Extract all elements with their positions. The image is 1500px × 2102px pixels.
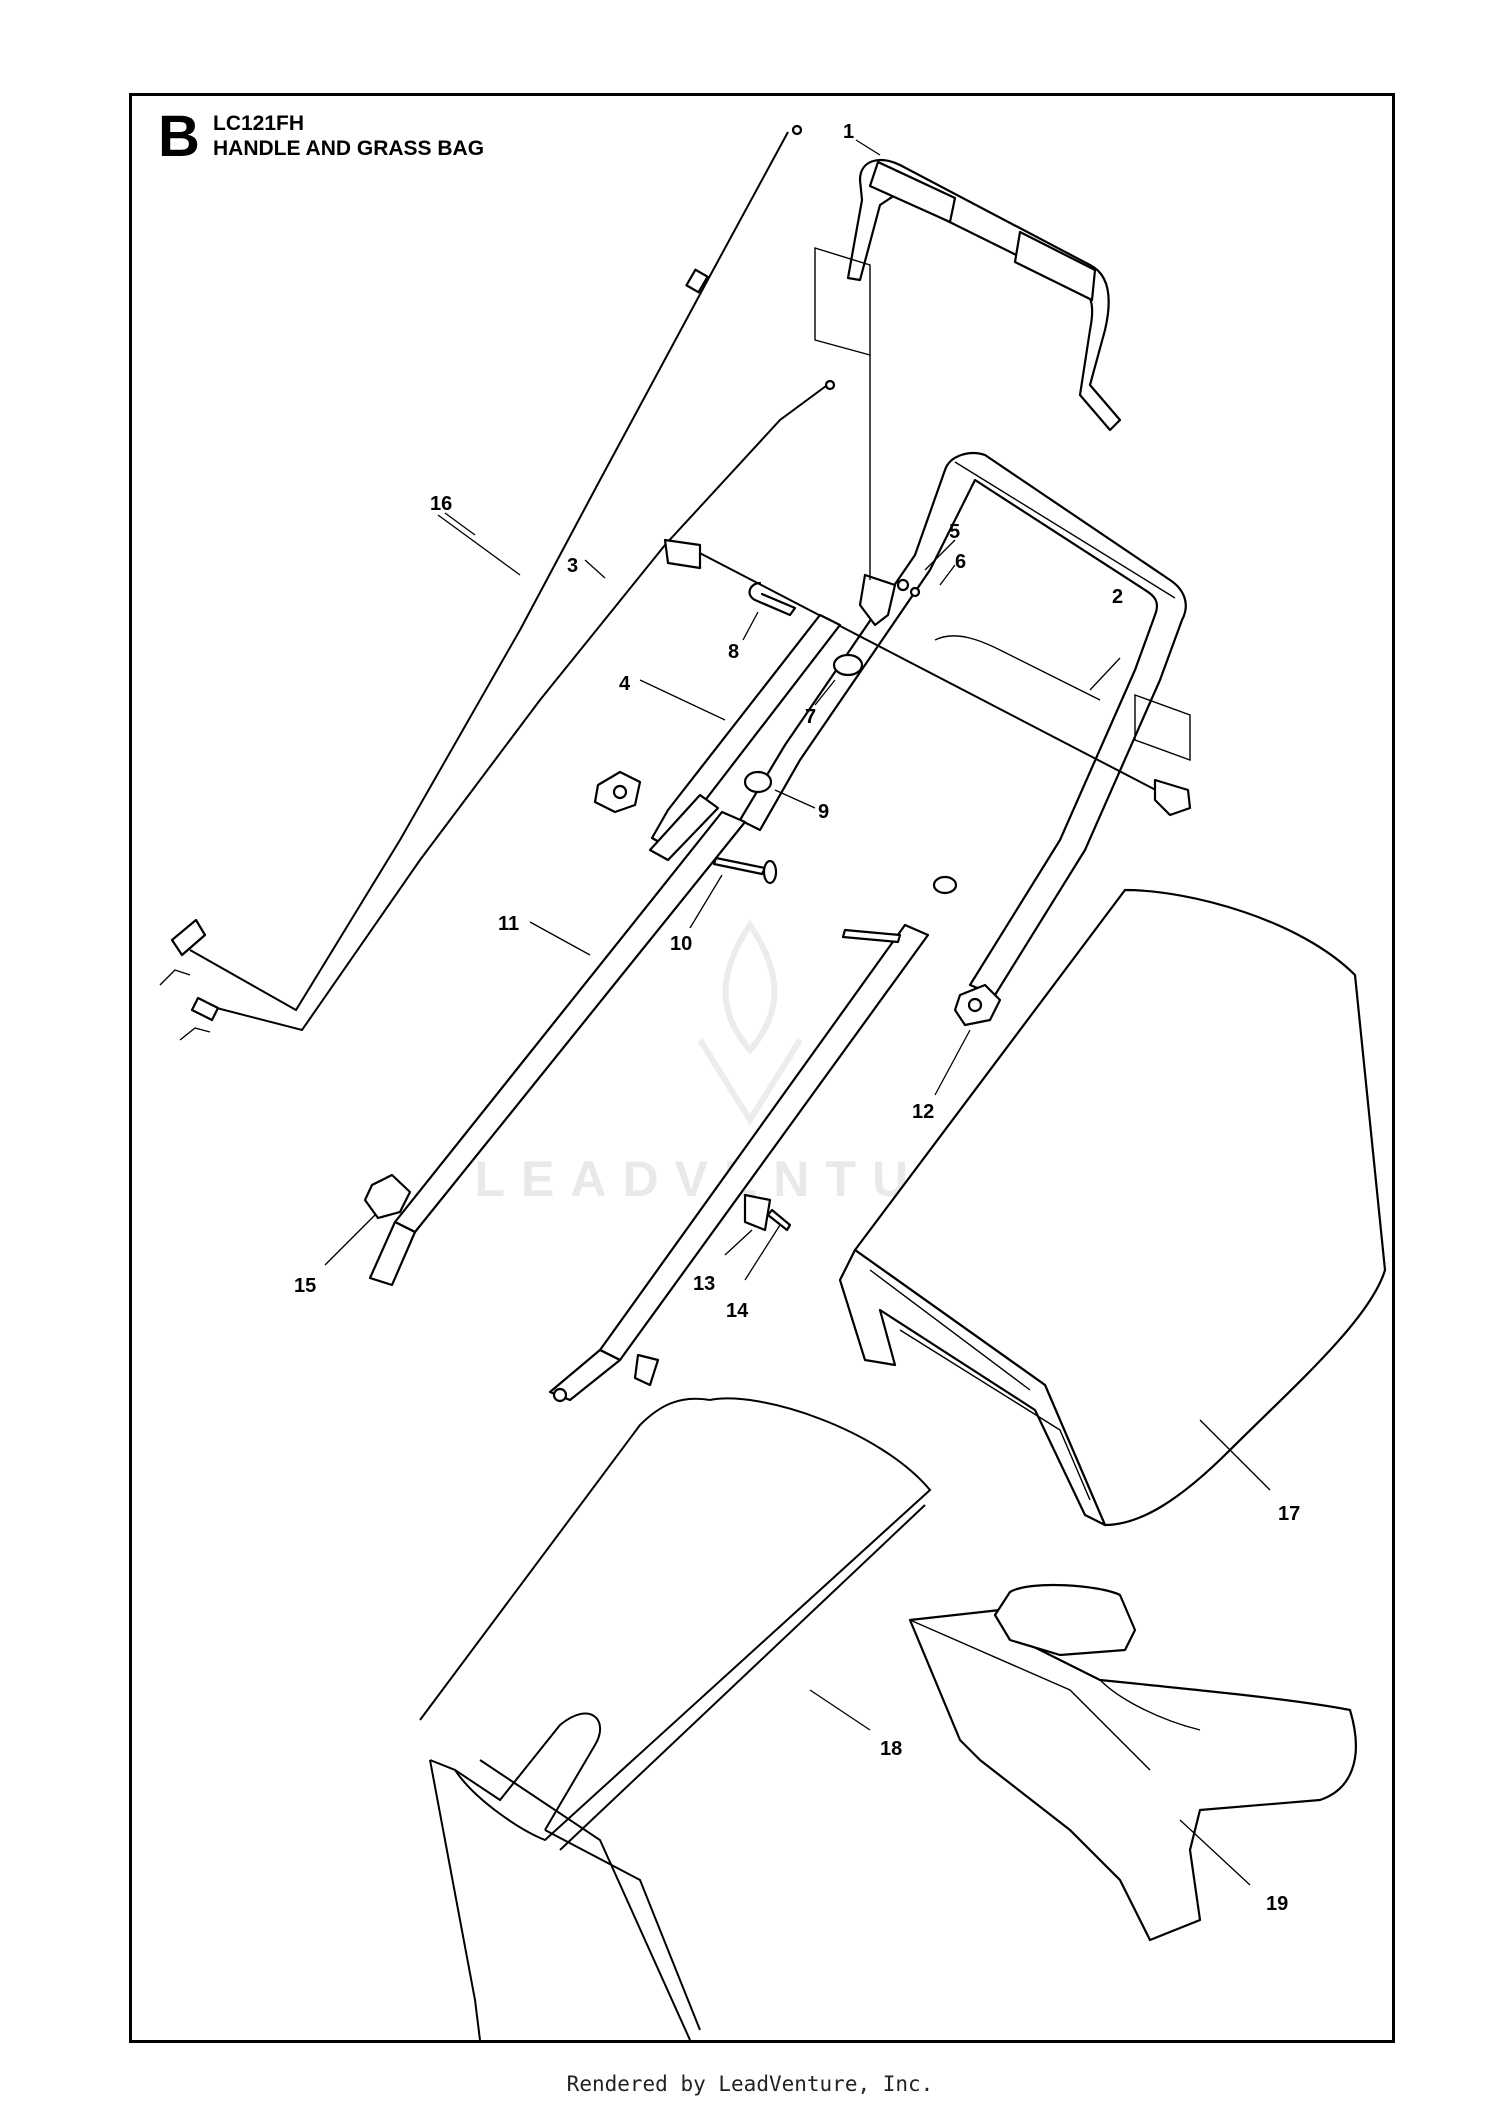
callout-15: 15 [294, 1275, 316, 1297]
callout-10: 10 [670, 933, 692, 955]
callout-4: 4 [619, 673, 631, 695]
footer-credit: Rendered by LeadVenture, Inc. [566, 2072, 934, 2096]
part-1-upper-handle[interactable] [846, 158, 1122, 432]
part-9-nut[interactable] [743, 770, 773, 794]
callout-14: 14 [726, 1300, 749, 1322]
part-12-knob-left[interactable] [593, 770, 642, 814]
watermark-logo-icon [697, 919, 803, 1126]
part-6-screw[interactable] [896, 578, 921, 598]
part-17-grass-bag[interactable] [838, 888, 1387, 1527]
part-3-control-cable[interactable] [179, 379, 836, 1041]
callout-2: 2 [1112, 586, 1123, 608]
callout-19: 19 [1266, 1893, 1288, 1915]
callout-18: 18 [880, 1738, 902, 1760]
callout-12: 12 [912, 1101, 934, 1123]
callout-16: 16 [430, 493, 452, 515]
callout-5: 5 [949, 521, 960, 543]
section-letter: B [158, 104, 200, 169]
callout-1: 1 [843, 121, 854, 143]
part-15-knob[interactable] [363, 1173, 412, 1220]
callout-13: 13 [693, 1273, 715, 1295]
leader-lines [324, 139, 1271, 1886]
model-code: LC121FH [213, 112, 305, 135]
part-13-cable-clip[interactable] [743, 1193, 772, 1232]
part-10-bolt[interactable] [712, 856, 778, 885]
part-19-discharge-chute[interactable] [908, 1583, 1357, 1942]
callout-6: 6 [955, 551, 966, 573]
part-8-cable-hook[interactable] [748, 581, 797, 617]
part-14-screw[interactable] [766, 1208, 792, 1232]
callout-8: 8 [728, 641, 739, 663]
section-title: HANDLE AND GRASS BAG [213, 137, 485, 160]
callout-9: 9 [818, 801, 829, 823]
callout-7: 7 [805, 706, 816, 728]
part-18-bag-frame[interactable] [419, 1397, 932, 2041]
part-5-bracket[interactable] [858, 573, 897, 627]
callout-11: 11 [498, 913, 519, 935]
lower-right-tube [548, 923, 930, 1403]
crossbar-wire [663, 538, 1192, 817]
part-7-cable-guide[interactable] [832, 653, 864, 677]
callout-17: 17 [1278, 1503, 1300, 1525]
callout-3: 3 [567, 555, 578, 577]
reference-outlines [814, 247, 1191, 761]
part-16-control-cable[interactable] [159, 124, 803, 1012]
part-11-lower-left-tube[interactable] [368, 810, 747, 1287]
part-2-handle-frame[interactable] [738, 452, 1187, 997]
part-12-knob-right[interactable] [841, 875, 1002, 1027]
part-4-middle-tube[interactable] [648, 613, 842, 862]
diagram-frame [129, 93, 1395, 2043]
